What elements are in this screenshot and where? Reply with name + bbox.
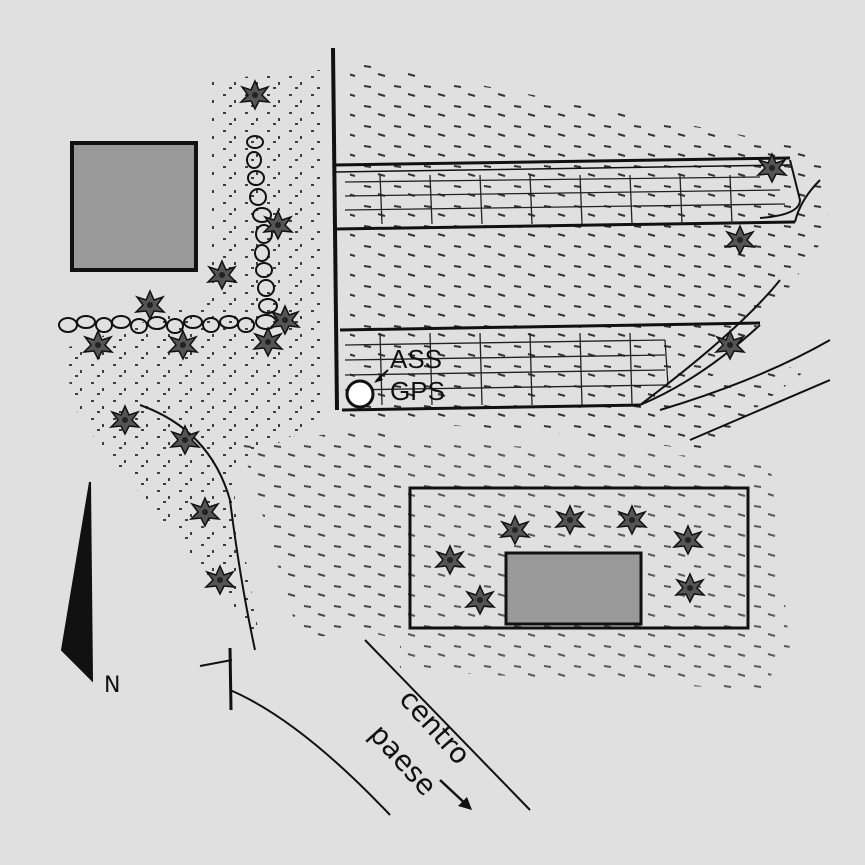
gps-marker: ASS GPS	[345, 344, 445, 409]
grid-bed-lower	[344, 332, 669, 406]
north-arrow: N	[60, 481, 120, 698]
stone-wall	[58, 135, 278, 334]
garden-plot	[408, 486, 750, 630]
gps-label-line2: GPS	[390, 376, 445, 406]
gps-label-line1: ASS	[390, 344, 442, 374]
garden-structure	[331, 47, 802, 412]
town-centre-direction: centro paese	[363, 683, 477, 810]
paths	[139, 179, 831, 816]
north-label: N	[104, 673, 120, 698]
paved-bed-upper	[344, 174, 786, 225]
building-northwest	[70, 141, 198, 272]
